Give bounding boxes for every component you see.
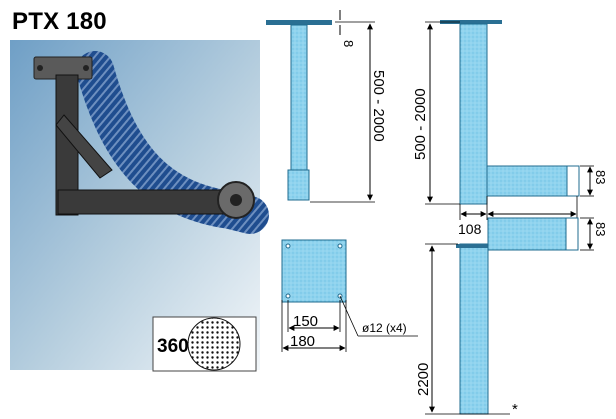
- col-note-mark: *: [512, 401, 518, 418]
- post-body: [290, 24, 308, 174]
- hole-dim-label: ø12 (x4): [362, 321, 407, 335]
- post-foot: [287, 169, 310, 201]
- column-arm-end: [565, 217, 579, 251]
- arm-height-dim-label: 500 - 2000: [412, 88, 429, 160]
- product-title: PTX 180: [12, 8, 107, 35]
- height-dim-label: 500 - 2000: [370, 70, 387, 142]
- col-height-dim-label: 2200: [415, 363, 432, 396]
- hole-leader-line: [339, 295, 359, 337]
- side-view: 8 500 - 2000: [266, 10, 387, 203]
- arm-view-post: [459, 23, 488, 205]
- arm-view-flange: [440, 20, 502, 24]
- side-view-with-arm: 500 - 2000 83 108 200: [412, 20, 608, 237]
- column-arm: [487, 217, 567, 251]
- rotation-label: 360: [157, 336, 189, 357]
- col83-dim-label: 83: [593, 222, 608, 236]
- arm-view-arm-end: [566, 165, 580, 197]
- flange-dim-label: 8: [341, 40, 356, 47]
- rotation-disc-icon: [187, 317, 241, 371]
- column-cap: [456, 244, 492, 248]
- plate-hole-icon: [285, 293, 291, 299]
- rotation-inset: 360: [152, 316, 257, 372]
- wall-bracket: [33, 56, 255, 219]
- plate-outer-dim-label: 180: [290, 333, 315, 350]
- arm-view-arm: [486, 165, 568, 197]
- base-plate: [281, 239, 347, 303]
- plate-inner-dim-label: 150: [293, 313, 318, 330]
- plate-hole-icon: [285, 243, 291, 249]
- column-body: [459, 243, 489, 415]
- ceiling-flange: [266, 20, 332, 25]
- post-width-dim-label: 108: [458, 221, 482, 237]
- arm83-dim-label: 83: [593, 170, 608, 184]
- base-plate-view: 150 180 ø12 (x4): [281, 239, 418, 352]
- plate-hole-icon: [337, 243, 343, 249]
- floor-column-view: 83 2200 *: [415, 217, 608, 418]
- product-photo: 360: [10, 40, 269, 372]
